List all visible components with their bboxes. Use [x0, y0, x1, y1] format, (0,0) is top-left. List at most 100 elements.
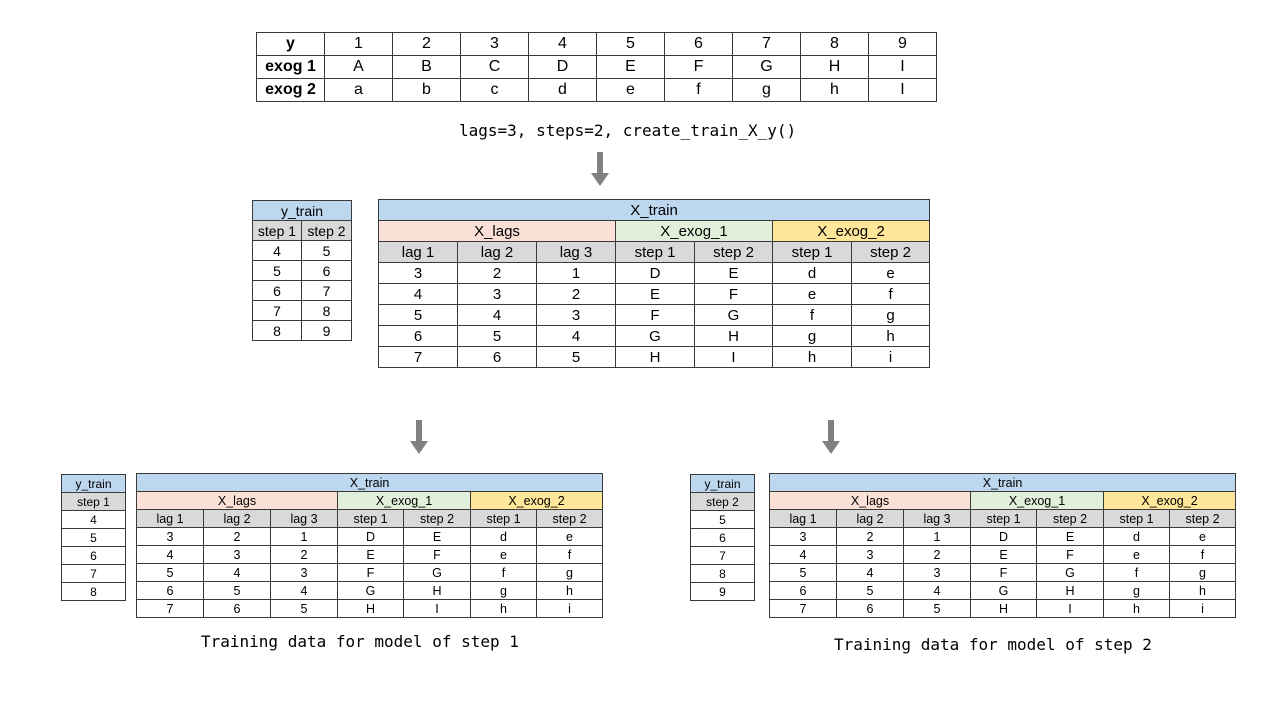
- cell: 2: [903, 545, 971, 564]
- cell: h: [470, 599, 537, 618]
- cell: 6: [136, 581, 204, 600]
- cell: I: [1036, 599, 1104, 618]
- table-row: 6: [690, 528, 755, 547]
- cell: 2: [203, 527, 271, 546]
- group-header-lags: X_lags: [136, 491, 338, 510]
- cell: 1: [903, 527, 971, 546]
- row-label: exog 1: [256, 55, 325, 79]
- column-header: step 1: [252, 220, 302, 241]
- table-title: y_train: [690, 474, 755, 493]
- cell: e: [1103, 545, 1170, 564]
- table-row: 3 2 1 D E d e: [136, 527, 604, 546]
- cell: G: [732, 55, 801, 79]
- cell: 6: [690, 528, 755, 547]
- table-row: 6 5 4 G H g h: [378, 325, 931, 347]
- column-header: step 1: [61, 492, 126, 511]
- column-header: lag 2: [203, 509, 271, 528]
- table-row: 5: [690, 510, 755, 529]
- x-train-table: X_train X_lags X_exog_1 X_exog_2 lag 1 l…: [377, 199, 931, 368]
- input-row-exog-1: exog 1 A B C D E F G H I: [256, 55, 937, 79]
- cell: I: [694, 346, 773, 368]
- cell: 8: [301, 300, 352, 321]
- cell: D: [528, 55, 597, 79]
- cell: F: [1036, 545, 1104, 564]
- column-header: step 2: [694, 241, 773, 263]
- cell: g: [1168, 563, 1237, 582]
- cell: 6: [378, 325, 458, 347]
- x-train-step-1-table: X_train X_lags X_exog_1 X_exog_2 lag 1 l…: [135, 473, 604, 618]
- cell: H: [337, 599, 404, 618]
- cell: 5: [457, 325, 537, 347]
- column-header: lag 1: [378, 241, 458, 263]
- cell: g: [1103, 581, 1170, 600]
- cell: 5: [903, 599, 971, 618]
- cell: 5: [690, 510, 755, 529]
- table-row: 6 5 4 G H g h: [769, 581, 1237, 600]
- cell: e: [772, 283, 852, 305]
- y-train-table: y_train step 1 step 2 4 5 5 6 6 7 7 8 8 …: [252, 200, 352, 341]
- cell: f: [664, 78, 733, 102]
- column-header: step 2: [850, 241, 931, 263]
- cell: 5: [136, 563, 204, 582]
- group-header-exog-1: X_exog_1: [337, 491, 471, 510]
- cell: H: [970, 599, 1037, 618]
- down-arrow-icon: [410, 420, 428, 454]
- cell: a: [324, 78, 393, 102]
- cell: 5: [378, 304, 458, 326]
- cell: 4: [61, 510, 126, 529]
- cell: 4: [378, 283, 458, 305]
- cell: 2: [457, 262, 537, 284]
- cell: d: [1103, 527, 1170, 546]
- cell: 4: [203, 563, 271, 582]
- cell: D: [615, 262, 695, 284]
- cell: 5: [61, 528, 126, 547]
- cell: 6: [769, 581, 837, 600]
- down-arrow-icon: [822, 420, 840, 454]
- table-row: 7 6 5 H I h i: [136, 599, 604, 618]
- cell: B: [392, 55, 461, 79]
- cell: F: [403, 545, 471, 564]
- table-title: X_train: [135, 473, 604, 492]
- caption-step-2: Training data for model of step 2: [834, 635, 1152, 654]
- cell: H: [403, 581, 471, 600]
- y-train-step-1-table: y_train step 1 4 5 6 7 8: [61, 474, 126, 601]
- table-row: 3 2 1 D E d e: [769, 527, 1237, 546]
- cell: H: [615, 346, 695, 368]
- table-row: 5 6: [252, 260, 352, 281]
- cell: H: [694, 325, 773, 347]
- cell: 5: [769, 563, 837, 582]
- cell: 4: [903, 581, 971, 600]
- cell: F: [664, 55, 733, 79]
- cell: 4: [136, 545, 204, 564]
- column-header: lag 2: [836, 509, 904, 528]
- cell: G: [970, 581, 1037, 600]
- table-row: 7 6 5 H I h i: [378, 346, 931, 368]
- cell: 3: [136, 527, 204, 546]
- cell: 3: [769, 527, 837, 546]
- cell: 7: [378, 346, 458, 368]
- cell: 6: [252, 280, 302, 301]
- cell: g: [732, 78, 801, 102]
- cell: D: [337, 527, 404, 546]
- table-row: 9: [690, 582, 755, 601]
- table-row: 8 9: [252, 320, 352, 341]
- cell: 9: [868, 32, 937, 56]
- row-label: exog 2: [256, 78, 325, 102]
- cell: C: [460, 55, 529, 79]
- table-row: 7: [61, 564, 126, 583]
- cell: D: [970, 527, 1037, 546]
- cell: d: [470, 527, 537, 546]
- input-row-y: y 1 2 3 4 5 6 7 8 9: [256, 32, 937, 56]
- column-header: lag 3: [536, 241, 616, 263]
- cell: 4: [536, 325, 616, 347]
- column-header: step 2: [1168, 509, 1237, 528]
- table-row: 8: [61, 582, 126, 601]
- cell: 7: [732, 32, 801, 56]
- table-row: 4 3 2 E F e f: [378, 283, 931, 305]
- cell: 3: [536, 304, 616, 326]
- table-title: X_train: [377, 199, 931, 221]
- cell: h: [800, 78, 869, 102]
- cell: 7: [769, 599, 837, 618]
- cell: F: [337, 563, 404, 582]
- cell: E: [970, 545, 1037, 564]
